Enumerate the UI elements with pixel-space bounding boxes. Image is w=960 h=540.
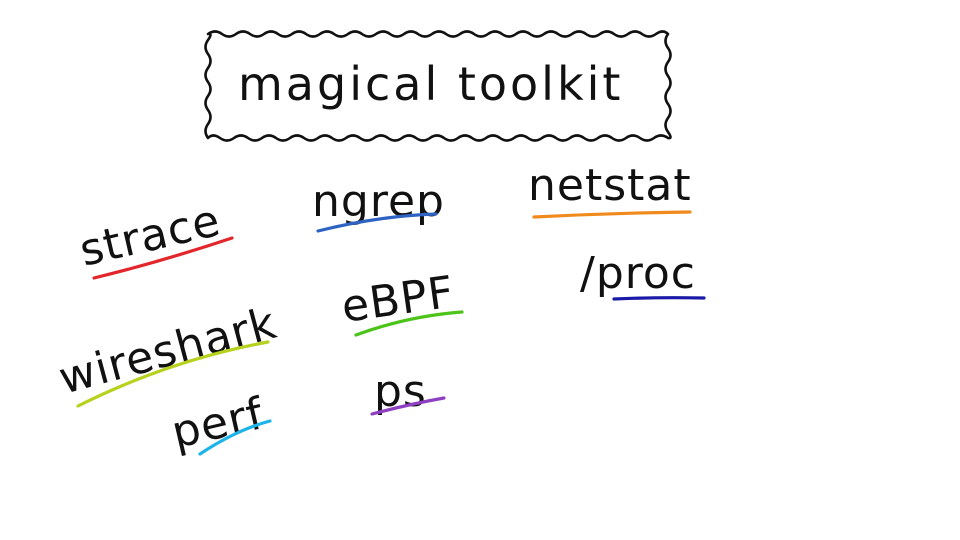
tool-netstat: netstat [528,160,692,219]
tool-strace: strace [75,195,234,280]
tool-label-perf: perf [167,388,269,459]
underline-ebpf [354,310,464,337]
title-text: magical toolkit [238,57,623,111]
tool-label-netstat: netstat [528,160,692,211]
cloud-frame [204,30,672,142]
tool-label-ps: ps [374,366,427,417]
underline-ngrep [316,212,438,233]
underline-wireshark [76,340,270,408]
tool-proc: /proc [580,248,706,301]
underline-proc [612,296,706,301]
tool-perf: perf [167,388,272,459]
tool-ps: ps [370,366,446,417]
underline-ps [370,396,446,416]
tool-label-wireshark: wireshark [54,298,282,405]
tool-label-proc: /proc [580,248,696,299]
underline-netstat [532,210,692,219]
tool-ngrep: ngrep [312,176,444,233]
underline-perf [198,419,272,456]
tool-ebpf: eBPF [338,267,464,337]
underline-strace [92,236,234,280]
title-group: magical toolkit [204,30,672,142]
